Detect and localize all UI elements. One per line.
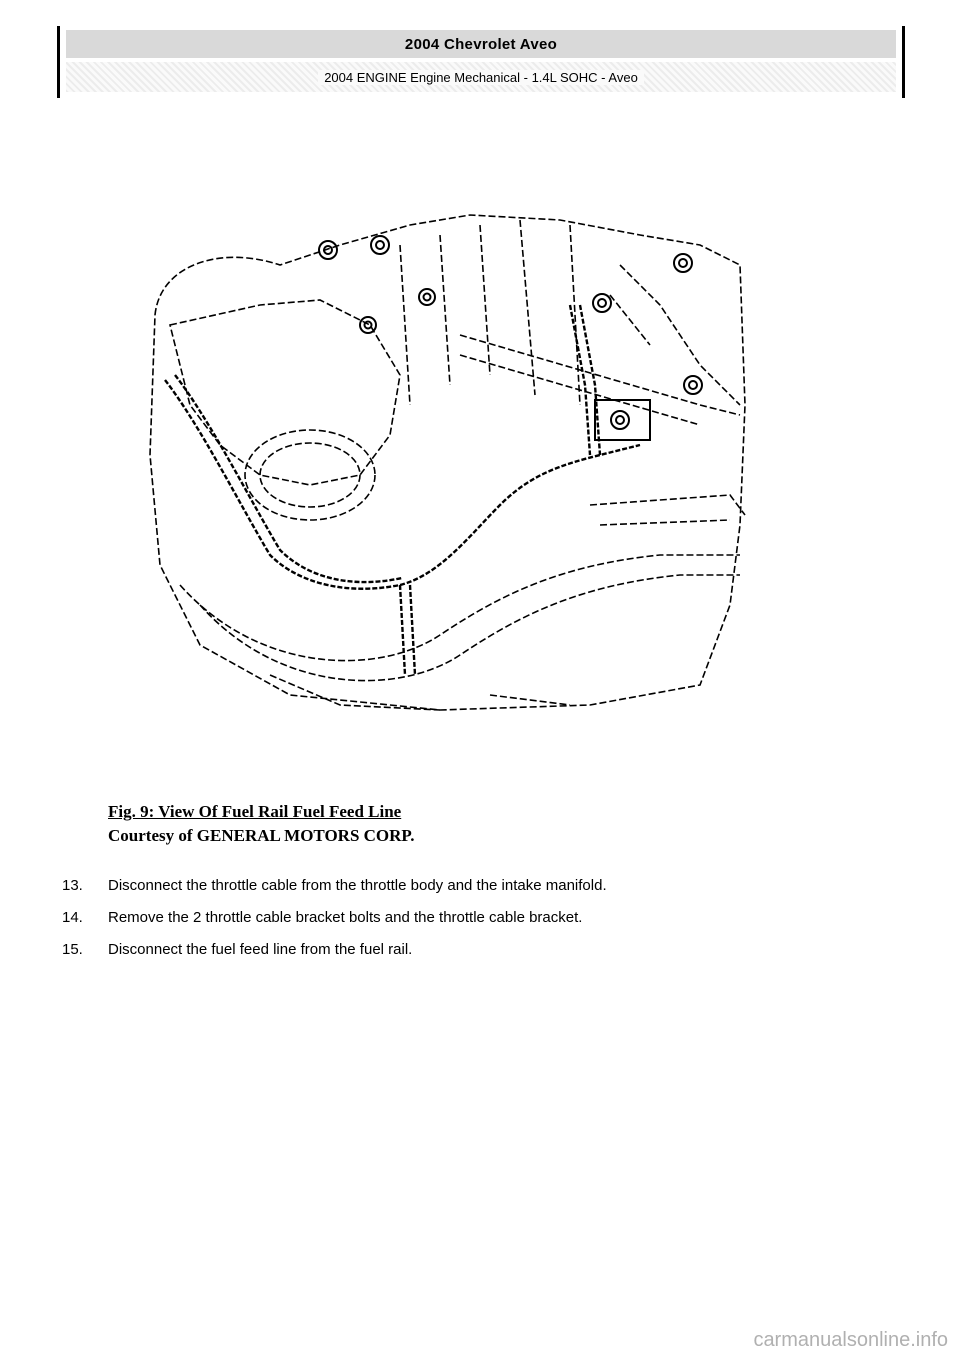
procedure-step: 13. Disconnect the throttle cable from t… <box>62 870 882 902</box>
step-text: Remove the 2 throttle cable bracket bolt… <box>108 909 583 926</box>
step-text: Disconnect the throttle cable from the t… <box>108 877 607 894</box>
engine-line-drawing <box>149 214 746 711</box>
document-subtitle: 2004 ENGINE Engine Mechanical - 1.4L SOH… <box>66 62 896 92</box>
step-text: Disconnect the fuel feed line from the f… <box>108 941 413 958</box>
procedure-step: 14. Remove the 2 throttle cable bracket … <box>62 902 882 934</box>
engine-illustration <box>140 205 750 725</box>
header-rule-left <box>57 26 60 98</box>
figure-courtesy: Courtesy of GENERAL MOTORS CORP. <box>108 826 415 845</box>
step-number: 14. <box>62 909 83 926</box>
step-number: 13. <box>62 877 83 894</box>
procedure-step: 15. Disconnect the fuel feed line from t… <box>62 934 882 966</box>
document-title: 2004 Chevrolet Aveo <box>66 30 896 58</box>
procedure-steps: 13. Disconnect the throttle cable from t… <box>62 870 882 966</box>
figure-caption: Fig. 9: View Of Fuel Rail Fuel Feed Line… <box>108 800 415 848</box>
figure-title: Fig. 9: View Of Fuel Rail Fuel Feed Line <box>108 802 402 821</box>
step-number: 15. <box>62 941 83 958</box>
document-subtitle-text: 2004 ENGINE Engine Mechanical - 1.4L SOH… <box>318 69 644 85</box>
footer-watermark: carmanualsonline.info <box>753 1329 948 1351</box>
header-rule-right <box>902 26 905 98</box>
